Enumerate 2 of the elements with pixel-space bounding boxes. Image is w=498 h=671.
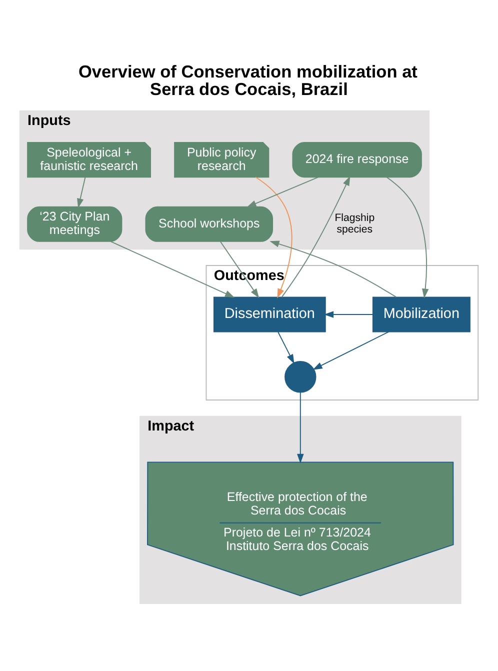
edge-label: Flagship species bbox=[334, 212, 375, 236]
diagram-title: Overview of Conservation mobilization at Serra dos Cocais, Brazil bbox=[78, 61, 418, 98]
